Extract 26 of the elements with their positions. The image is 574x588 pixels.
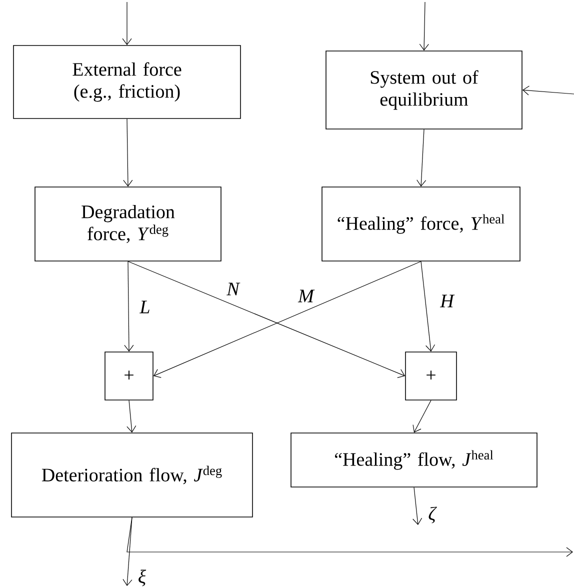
process-box: External force (e.g., friction) [13,45,241,119]
edge-label: H [440,294,455,308]
arrow [122,2,132,46]
edge-label: ζ [428,506,437,524]
process-box: Deterioration flow, J$^{deg}$ [11,432,253,518]
arrow [412,487,422,525]
edge-label: N [226,282,240,296]
sum-box: + [104,352,154,400]
edge-label: ξ [138,570,146,586]
arrow [420,261,436,352]
edge-label: M [298,290,315,302]
arrow [124,261,134,352]
arrow [123,118,133,187]
arrow [126,517,573,557]
arrow [419,2,429,51]
edge-label: L [140,300,150,314]
arrow [416,129,426,187]
sum-box: + [405,352,457,400]
arrow [412,400,432,433]
arrow [522,86,574,96]
process-box: “Healing” force, Y$^{heal}$ [322,186,520,262]
arrow [122,517,132,586]
process-box: Degradation force, Y$^{deg}$ [34,186,222,262]
process-box: System out of equilibrium [326,50,522,130]
arrow [126,400,136,433]
process-box: “Healing” flow, J$^{heal}$ [290,432,538,488]
